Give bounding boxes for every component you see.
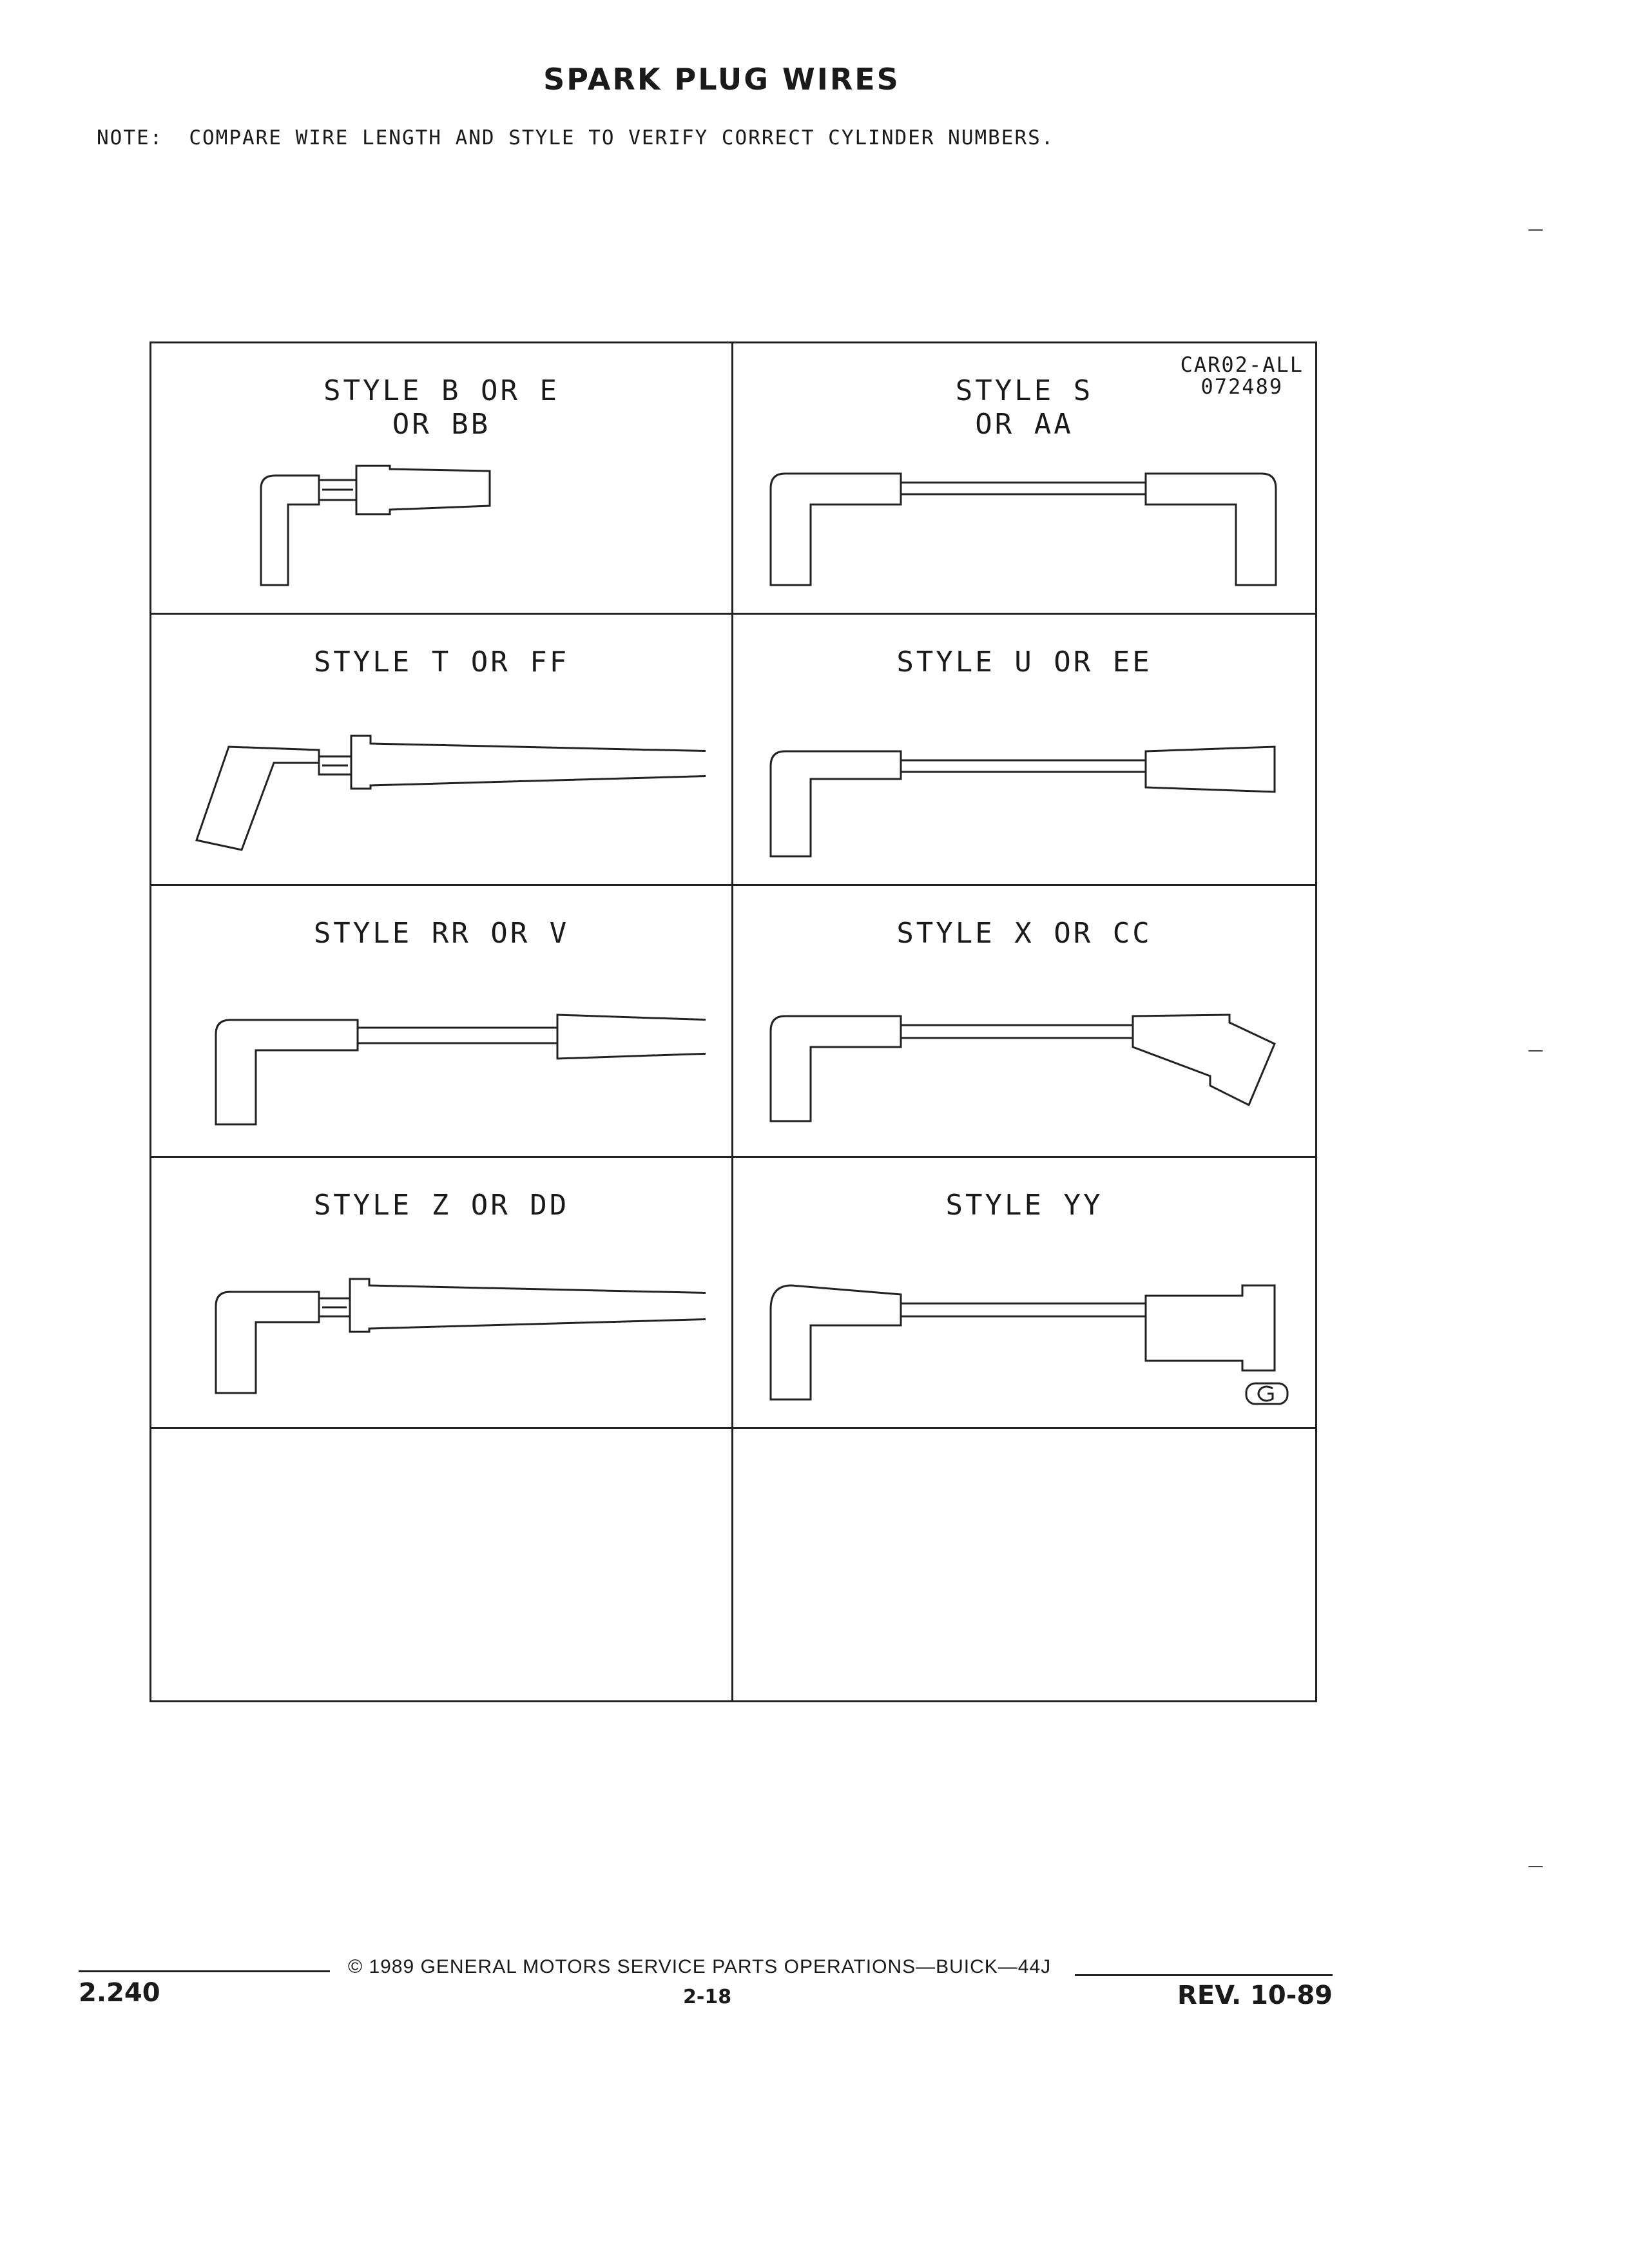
style-label: STYLE Z OR DD [313,1188,570,1222]
note-label: NOTE: [97,126,164,149]
margin-mark [1528,229,1543,231]
wire-diagram-b [260,465,491,586]
gm-logo-icon [1245,1382,1289,1405]
note: NOTE: COMPARE WIRE LENGTH AND STYLE TO VE… [97,126,1054,149]
page-number-center: 2-18 [683,1986,732,2008]
wire-diagram-yy [769,1284,1276,1401]
footer-rule-left [79,1970,330,1972]
wire-style-cell: STYLE RR OR V [151,886,733,1158]
wire-style-cell: STYLE Z OR DD [151,1157,733,1429]
style-label: STYLE S OR AA [955,374,1094,441]
margin-mark [1528,1866,1543,1867]
wire-diagram-s [769,472,1277,586]
footer-rule-right [1075,1974,1333,1976]
style-label: STYLE B OR E OR BB [323,374,559,441]
wire-diagram-z [215,1278,706,1394]
wire-style-cell: STYLE T OR FF [151,615,733,887]
page-number-left: 2.240 [79,1978,160,2008]
wire-style-cell: STYLE U OR EE [733,615,1315,887]
style-label: STYLE RR OR V [313,917,570,950]
margin-mark [1528,1050,1543,1052]
wire-style-grid: STYLE B OR E OR BB STYLE S OR AA CAR02-A… [149,341,1317,1702]
wire-diagram-rr [215,1014,706,1126]
style-label: STYLE YY [945,1188,1103,1222]
wire-diagram-t [195,735,706,851]
style-label: STYLE U OR EE [896,646,1152,679]
revision: REV. 10-89 [1177,1981,1333,2010]
page-title: SPARK PLUG WIRES [543,62,900,97]
wire-style-cell: STYLE S OR AA CAR02-ALL 072489 [733,343,1315,615]
wire-style-cell: STYLE YY [733,1158,1315,1429]
reference-code-line-1: CAR02-ALL [1180,352,1304,377]
reference-code: CAR02-ALL 072489 [1181,354,1304,398]
copyright: © 1989 GENERAL MOTORS SERVICE PARTS OPER… [348,1956,1052,1977]
style-label: STYLE T OR FF [313,646,570,679]
wire-style-cell: STYLE B OR E OR BB [151,343,733,615]
reference-code-line-2: 072489 [1200,374,1284,399]
note-text: COMPARE WIRE LENGTH AND STYLE TO VERIFY … [189,126,1055,149]
empty-cell [733,1429,1315,1700]
wire-style-cell: STYLE X OR CC [733,886,1315,1158]
wire-diagram-u [769,745,1276,858]
empty-cell [151,1428,733,1700]
style-label: STYLE X OR CC [896,917,1152,950]
wire-diagram-x [769,1014,1276,1122]
